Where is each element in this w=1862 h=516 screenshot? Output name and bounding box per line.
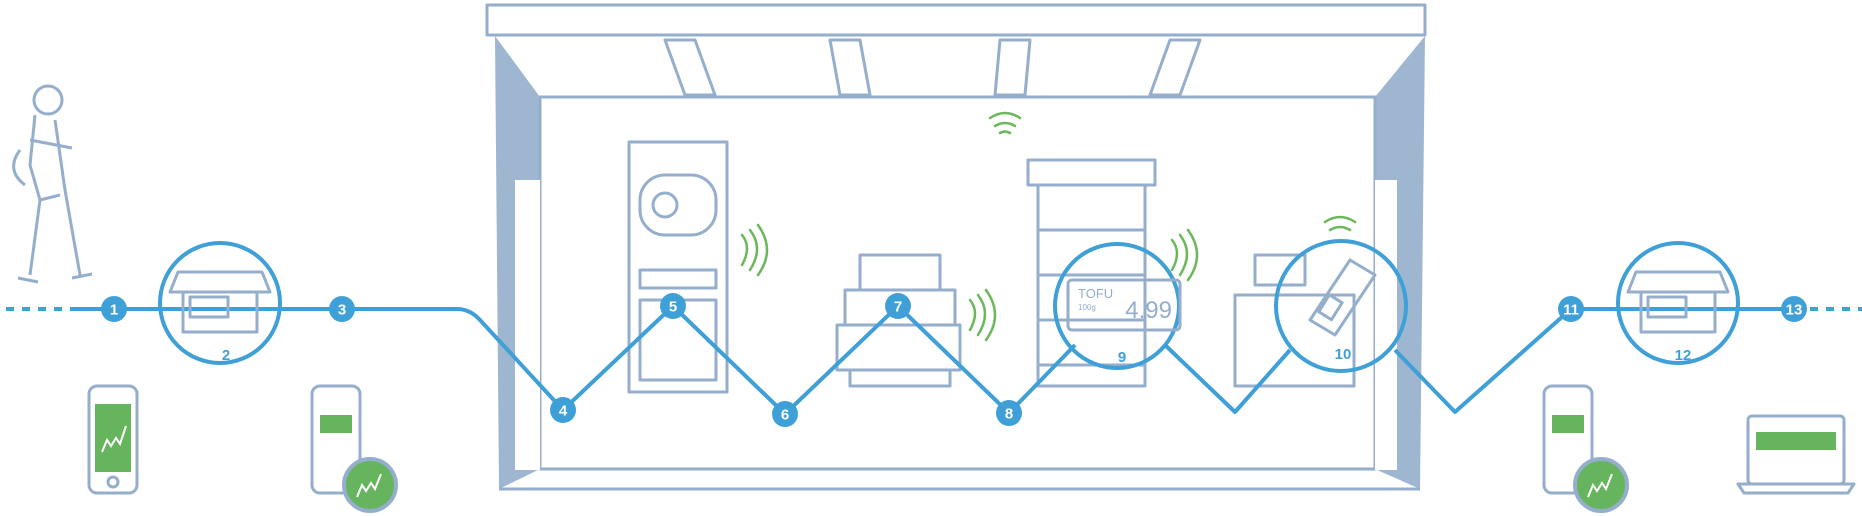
svg-text:7: 7 [894, 299, 902, 316]
coffee-machine-illustration [627, 140, 729, 394]
station-label: 2 [222, 347, 230, 364]
station-store-exit: 12 [1616, 241, 1740, 365]
storefront-icon [1626, 270, 1730, 334]
journey-node: 7 [885, 293, 911, 319]
svg-text:5: 5 [669, 299, 677, 316]
station-store-entry: 2 [158, 241, 282, 365]
svg-text:11: 11 [1563, 302, 1579, 319]
station-label: 9 [1118, 349, 1126, 366]
store-room-illustration [485, 3, 1427, 491]
card-terminal-icon [1308, 258, 1377, 337]
pallet-illustration [835, 253, 962, 388]
product-name: TOFU [1078, 286, 1113, 301]
electronic-shelf-label [1066, 278, 1182, 332]
svg-text:6: 6 [781, 407, 789, 424]
fridge-shelf-illustration [1026, 158, 1157, 388]
station-payment-terminal: 10 [1274, 239, 1408, 373]
laptop-icon [1736, 414, 1856, 495]
station-label: 12 [1675, 347, 1692, 364]
smartphone-notification-icon [1542, 384, 1629, 513]
journey-node: 13 [1781, 296, 1807, 322]
journey-nodes: 1 3 4 5 6 7 8 11 13 [101, 293, 1807, 427]
person-walking-illustration [12, 84, 93, 284]
product-price: 4.99 [1125, 297, 1172, 324]
journey-node: 8 [996, 400, 1022, 426]
journey-node: 6 [772, 401, 798, 427]
smartphone-notification-icon [310, 384, 398, 513]
storefront-icon [168, 270, 272, 334]
journey-path [6, 304, 1862, 416]
svg-text:4: 4 [559, 403, 568, 420]
wireless-signal-icons [740, 111, 1357, 342]
journey-node: 11 [1558, 296, 1584, 322]
svg-text:13: 13 [1786, 302, 1803, 319]
station-price-tag: TOFU 100g 4.99 9 [1053, 242, 1182, 370]
checkout-counter-illustration [1233, 253, 1356, 388]
ceiling-lights [663, 38, 1202, 97]
svg-text:8: 8 [1005, 406, 1013, 423]
station-label: 10 [1335, 346, 1352, 363]
svg-text:3: 3 [338, 302, 346, 319]
smartphone-chart-icon [87, 384, 139, 495]
journey-node: 4 [550, 397, 576, 423]
journey-node: 3 [329, 296, 355, 322]
journey-node: 1 [101, 296, 127, 322]
product-weight: 100g [1078, 303, 1096, 312]
journey-node: 5 [660, 293, 686, 319]
svg-text:1: 1 [110, 302, 118, 319]
